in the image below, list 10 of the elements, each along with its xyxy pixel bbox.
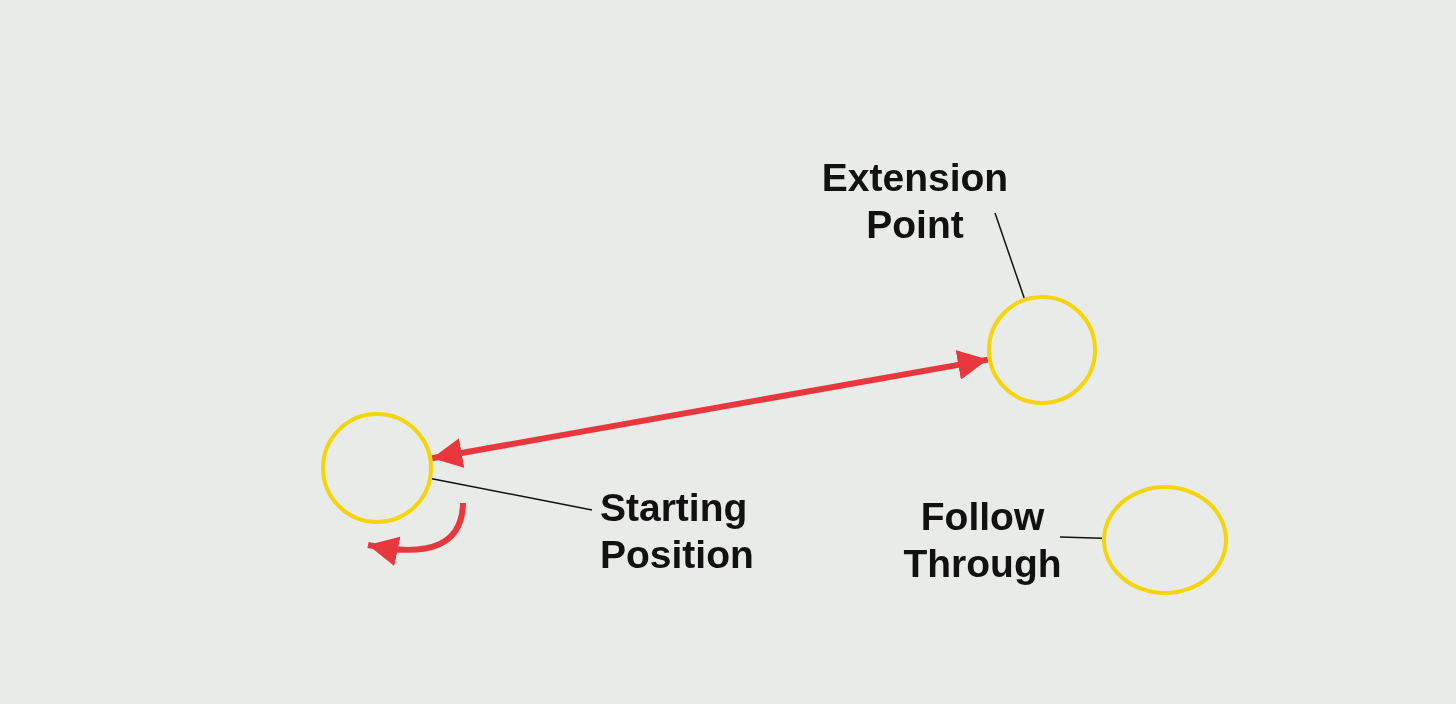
highlight-circle xyxy=(987,295,1097,405)
highlight-circle xyxy=(1102,485,1228,595)
highlight-circle xyxy=(321,412,433,524)
leader-line xyxy=(1059,536,1103,539)
leader-line xyxy=(994,212,1025,299)
callout-label: Starting Position xyxy=(600,484,800,578)
callout-label: Extension Point xyxy=(800,154,1030,248)
double-arrow xyxy=(431,350,989,468)
callout-label: Follow Through xyxy=(885,493,1080,587)
leader-line xyxy=(431,477,593,511)
